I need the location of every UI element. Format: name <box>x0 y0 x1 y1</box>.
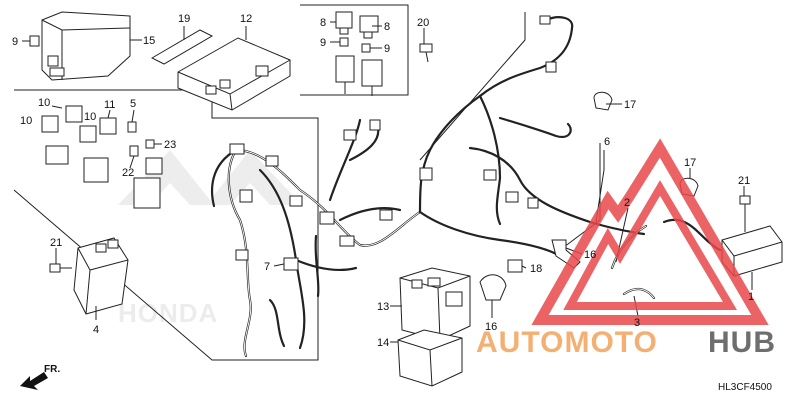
callout-22: 22 <box>122 167 134 179</box>
part-13-ecu <box>399 267 471 341</box>
part-18-connector <box>507 259 523 273</box>
watermark-logo: AUTOMOTO HUB <box>476 138 776 359</box>
callout-9-mid: 9 <box>320 37 326 49</box>
part-11-relay <box>99 117 117 135</box>
callout-4: 4 <box>93 324 99 336</box>
callout-10-a: 10 <box>38 97 50 109</box>
callout-21-left: 21 <box>50 237 62 249</box>
part-7-connector <box>283 257 299 271</box>
part-9-clip-b <box>339 37 349 47</box>
callout-8-right: 8 <box>384 21 390 33</box>
front-direction-label: FR. <box>44 364 60 375</box>
part-10-relay-a <box>65 105 83 123</box>
callout-20: 20 <box>417 17 429 29</box>
callout-13: 13 <box>377 301 389 313</box>
callout-11: 11 <box>104 99 115 111</box>
part-15-cover <box>41 11 131 81</box>
emblem-text: HONDA <box>118 298 218 328</box>
callout-12: 12 <box>240 13 252 25</box>
part-3-hose <box>622 288 656 300</box>
callout-1: 1 <box>748 291 754 303</box>
callout-16-lower: 16 <box>485 321 497 333</box>
part-8-relay-b <box>359 15 379 39</box>
part-17-clamp-a <box>593 91 613 111</box>
callout-17-top: 17 <box>624 99 636 111</box>
part-9-clip-a <box>29 35 40 47</box>
callout-18: 18 <box>530 263 542 275</box>
callout-3: 3 <box>634 317 640 329</box>
part-20-bolt <box>419 43 433 63</box>
callout-10-c: 10 <box>84 111 96 123</box>
callout-5: 5 <box>130 98 136 110</box>
part-10-relay-c <box>79 125 97 143</box>
callout-15: 15 <box>143 35 155 47</box>
part-14-bracket <box>397 329 463 387</box>
front-direction-arrow: FR. <box>20 364 60 390</box>
part-5-fuse <box>127 121 137 133</box>
watermark-text-part2: HUB <box>708 326 776 359</box>
part-8-relay-a <box>335 11 353 35</box>
part-12-module <box>177 37 291 111</box>
part-23-fuse <box>145 139 155 149</box>
relay-sockets <box>335 55 383 96</box>
callout-labels: 9 15 19 12 8 8 9 9 20 17 6 17 21 2 1 3 1… <box>12 13 754 349</box>
callout-7: 7 <box>264 261 270 273</box>
diagram-code: HL3CF4500 <box>718 382 772 393</box>
callout-9-left: 9 <box>12 36 18 48</box>
watermark-text-part1: AUTOMOTO <box>476 326 658 359</box>
callout-14: 14 <box>377 337 389 349</box>
part-10-relay-b <box>41 115 59 133</box>
part-4-control-unit <box>73 237 129 315</box>
callout-21-right: 21 <box>738 175 750 187</box>
group-outline-right <box>419 12 526 161</box>
callout-9-right: 9 <box>384 43 390 55</box>
harness-connectors <box>229 15 557 261</box>
part-16-clamp-b <box>479 274 507 301</box>
part-22-fuse <box>129 145 139 157</box>
part-21-bolt-left <box>49 263 72 273</box>
part-9-clip-c <box>361 43 371 53</box>
callout-23: 23 <box>164 139 176 151</box>
callout-16-right: 16 <box>584 249 596 261</box>
emblem-watermark: HONDA <box>118 150 302 328</box>
group-outline-top <box>300 4 409 96</box>
callout-2: 2 <box>624 197 630 209</box>
callout-17-right: 17 <box>684 157 696 169</box>
part-21-bolt-right <box>739 195 751 232</box>
callout-10-b: 10 <box>20 115 32 127</box>
callout-6: 6 <box>604 136 610 148</box>
callout-19: 19 <box>178 13 190 25</box>
relay-box-lower <box>45 145 163 209</box>
callout-8-left: 8 <box>320 17 326 29</box>
